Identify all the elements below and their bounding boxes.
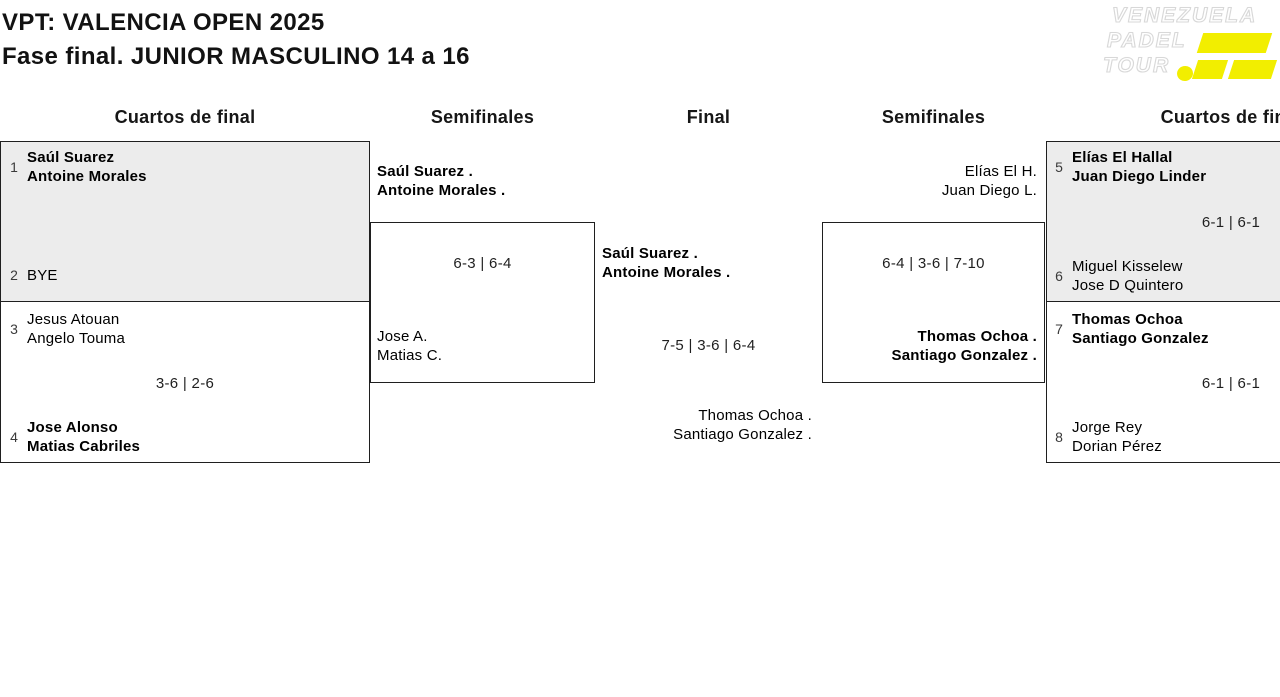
team-pair: Thomas Ochoa Santiago Gonzalez xyxy=(1072,310,1209,348)
team-name-line: Elías El H. xyxy=(964,163,1037,180)
team-name-line: Thomas Ochoa . xyxy=(917,328,1037,345)
team-name-line: Dorian Pérez xyxy=(1072,438,1162,455)
team-name-line: Matias Cabriles xyxy=(27,438,141,455)
team-pair: BYE xyxy=(27,266,58,285)
team-name-line: Santiago Gonzalez . xyxy=(673,426,812,443)
round-header-semis-right: Semifinales xyxy=(881,107,986,127)
team-name-line: Thomas Ochoa xyxy=(1072,311,1183,328)
tournament-title: VPT: VALENCIA OPEN 2025 xyxy=(2,9,325,36)
seed-number: 6 xyxy=(1055,268,1063,284)
phase-subtitle: Fase final. JUNIOR MASCULINO 14 a 16 xyxy=(2,43,470,70)
team-name-line: Jose Alonso xyxy=(27,419,118,436)
team-pair: Jose A. Matias C. xyxy=(377,327,442,365)
round-header-semis-left: Semifinales xyxy=(430,107,535,127)
team-name-line: Jose D Quintero xyxy=(1072,277,1184,294)
logo-bar-icon xyxy=(1196,33,1273,53)
match-score: 3-6 | 2-6 xyxy=(155,375,215,392)
seed-number: 5 xyxy=(1055,159,1063,175)
team-name-line: Santiago Gonzalez . xyxy=(891,347,1037,364)
match-box-sf-left xyxy=(370,222,595,383)
team-name-line: BYE xyxy=(27,267,58,284)
logo-word-venezuela: VENEZUELA xyxy=(1111,3,1258,27)
team-pair: Thomas Ochoa . Santiago Gonzalez . xyxy=(595,406,812,444)
round-header-quarters-left: Cuartos de final xyxy=(114,107,256,127)
match-box-qf-left-2 xyxy=(0,300,370,463)
team-pair: Thomas Ochoa . Santiago Gonzalez . xyxy=(822,327,1037,365)
venezuela-padel-tour-logo: VENEZUELA PADEL TOUR xyxy=(1100,3,1278,87)
seed-number: 8 xyxy=(1055,429,1063,445)
seed-number: 2 xyxy=(10,267,18,283)
seed-number: 3 xyxy=(10,321,18,337)
logo-bar-icon xyxy=(1227,60,1278,79)
team-name-line: Juan Diego Linder xyxy=(1072,168,1207,185)
team-name-line: Antoine Morales . xyxy=(602,264,731,281)
team-pair: Saúl Suarez Antoine Morales xyxy=(27,148,147,186)
team-name-line: Saúl Suarez . xyxy=(602,245,698,262)
team-name-line: Antoine Morales . xyxy=(377,182,506,199)
team-name-line: Jesus Atouan xyxy=(27,311,120,328)
team-pair: Jose Alonso Matias Cabriles xyxy=(27,418,140,456)
team-name-line: Thomas Ochoa . xyxy=(698,407,812,424)
team-pair: Saúl Suarez . Antoine Morales . xyxy=(602,244,730,282)
team-name-line: Jorge Rey xyxy=(1072,419,1143,436)
team-pair: Elías El Hallal Juan Diego Linder xyxy=(1072,148,1206,186)
team-pair: Jorge Rey Dorian Pérez xyxy=(1072,418,1162,456)
match-score: 6-4 | 3-6 | 7-10 xyxy=(882,255,985,272)
team-name-line: Antoine Morales xyxy=(27,168,147,185)
match-score: 6-1 | 6-1 xyxy=(1201,375,1261,392)
seed-number: 7 xyxy=(1055,321,1063,337)
team-name-line: Matias C. xyxy=(377,347,443,364)
logo-bar-icon xyxy=(1191,60,1229,79)
round-header-final: Final xyxy=(686,107,731,127)
seed-number: 1 xyxy=(10,159,18,175)
team-name-line: Saúl Suarez . xyxy=(377,163,473,180)
team-name-line: Elías El Hallal xyxy=(1072,149,1173,166)
match-score: 6-1 | 6-1 xyxy=(1201,214,1261,231)
logo-word-tour: TOUR xyxy=(1102,53,1171,77)
round-header-quarters-right: Cuartos de final xyxy=(1160,107,1280,127)
seed-number: 4 xyxy=(10,429,18,445)
match-box-qf-left-1 xyxy=(0,141,370,302)
team-name-line: Juan Diego L. xyxy=(941,182,1037,199)
team-name-line: Santiago Gonzalez xyxy=(1072,330,1209,347)
match-box-sf-right xyxy=(822,222,1045,383)
team-pair: Miguel Kisselew Jose D Quintero xyxy=(1072,257,1183,295)
team-name-line: Jose A. xyxy=(377,328,428,345)
team-pair: Saúl Suarez . Antoine Morales . xyxy=(377,162,505,200)
team-pair: Jesus Atouan Angelo Touma xyxy=(27,310,125,348)
match-score: 7-5 | 3-6 | 6-4 xyxy=(661,337,756,354)
team-name-line: Saúl Suarez xyxy=(27,149,115,166)
match-box-qf-right-2 xyxy=(1046,300,1280,463)
logo-dot-icon xyxy=(1175,64,1195,83)
logo-word-padel: PADEL xyxy=(1106,28,1187,52)
match-box-qf-right-1 xyxy=(1046,141,1280,302)
match-score: 6-3 | 6-4 xyxy=(453,255,512,272)
page-title: VPT: VALENCIA OPEN 2025 Fase final. JUNI… xyxy=(2,6,470,74)
team-name-line: Miguel Kisselew xyxy=(1072,258,1183,275)
team-pair: Elías El H. Juan Diego L. xyxy=(822,162,1037,200)
team-name-line: Angelo Touma xyxy=(27,330,126,347)
